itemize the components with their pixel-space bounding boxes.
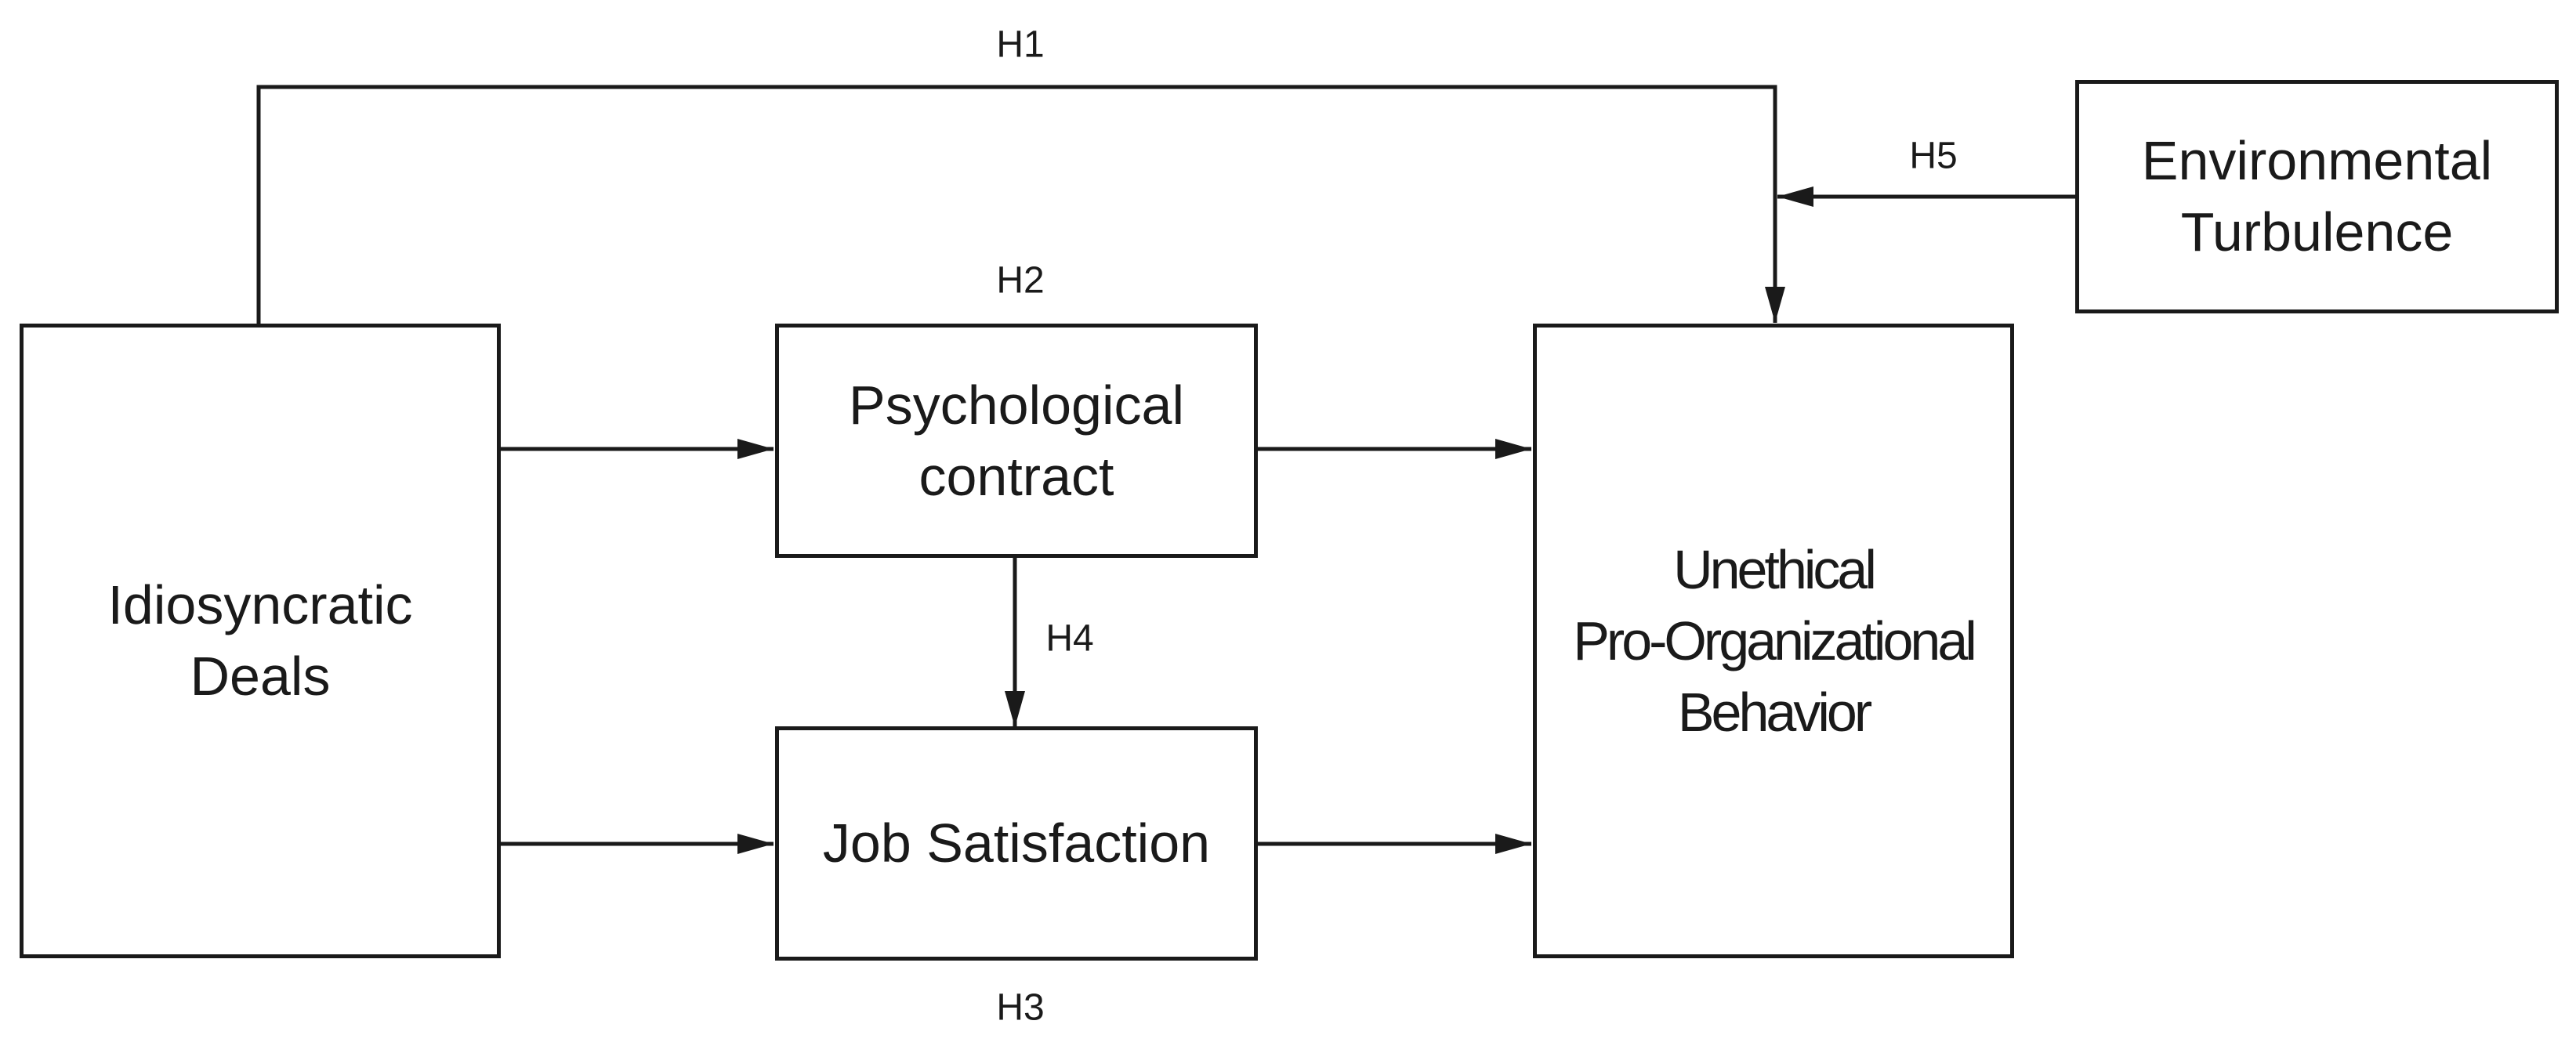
hypothesis-label-h3: H3 [996,986,1045,1029]
node-psychological-contract: Psychological contract [775,324,1258,558]
node-psychological-contract-label: Psychological contract [849,374,1184,507]
node-environmental-turbulence-label: Environmental Turbulence [2141,130,2493,262]
node-unethical-pro-organizational-behavior-label: Unethical Pro-Organizational Behavior [1573,538,1977,743]
node-unethical-pro-organizational-behavior: Unethical Pro-Organizational Behavior [1533,324,2014,958]
node-idiosyncratic-deals-label: Idiosyncratic Deals [107,574,413,707]
hypothesis-label-h1: H1 [996,24,1045,66]
node-environmental-turbulence: Environmental Turbulence [2075,80,2559,313]
hypothesis-label-h2: H2 [996,259,1045,302]
node-idiosyncratic-deals: Idiosyncratic Deals [20,324,501,958]
node-job-satisfaction: Job Satisfaction [775,726,1258,961]
hypothesis-label-h4: H4 [1045,617,1094,660]
node-job-satisfaction-label: Job Satisfaction [822,813,1211,874]
hypothesis-label-h5: H5 [1909,135,1958,177]
edge-h1-arrow [256,85,1785,324]
